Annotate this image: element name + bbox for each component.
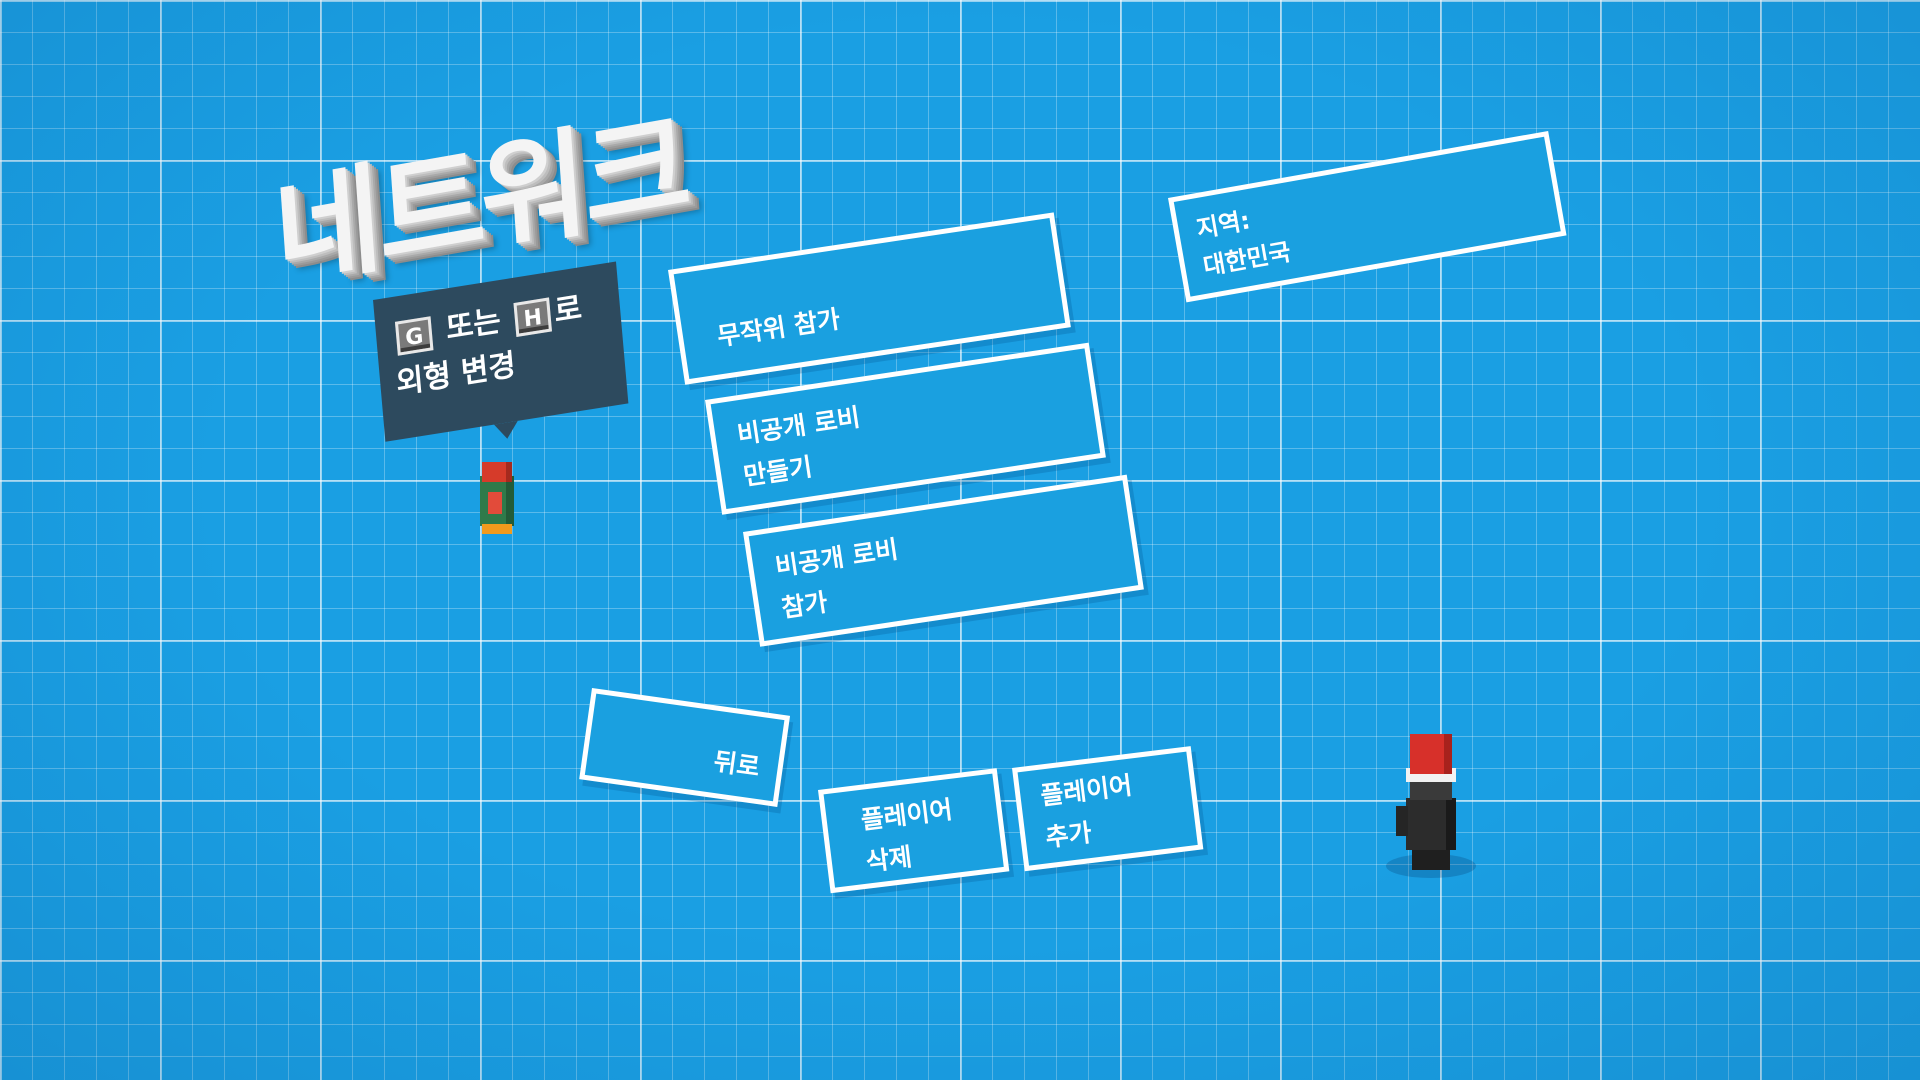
create-private-lobby-label: 비공개 로비 만들기 xyxy=(735,402,863,491)
random-join-label: 무작위 참가 xyxy=(715,304,842,352)
remove-player-label: 플레이어 삭제 xyxy=(859,794,955,877)
key-g-icon: G xyxy=(394,315,434,356)
player-character-penguin-icon xyxy=(476,462,518,534)
back-button[interactable]: 뒤로 xyxy=(579,688,791,807)
key-h-icon: H xyxy=(513,296,553,337)
remove-player-button[interactable]: 플레이어 삭제 xyxy=(818,768,1010,894)
add-player-button[interactable]: 플레이어 추가 xyxy=(1012,746,1204,872)
back-label: 뒤로 xyxy=(711,746,762,782)
region-selector[interactable]: 지역: 대한민국 xyxy=(1168,130,1567,303)
tooltip-connector: 또는 xyxy=(444,303,503,347)
player-character-santa-icon xyxy=(1386,734,1476,878)
add-player-label: 플레이어 추가 xyxy=(1038,770,1134,853)
page-title: 네트워크 xyxy=(269,94,692,306)
join-private-lobby-label: 비공개 로비 참가 xyxy=(773,534,901,623)
tooltip-suffix: 로 xyxy=(552,290,584,330)
